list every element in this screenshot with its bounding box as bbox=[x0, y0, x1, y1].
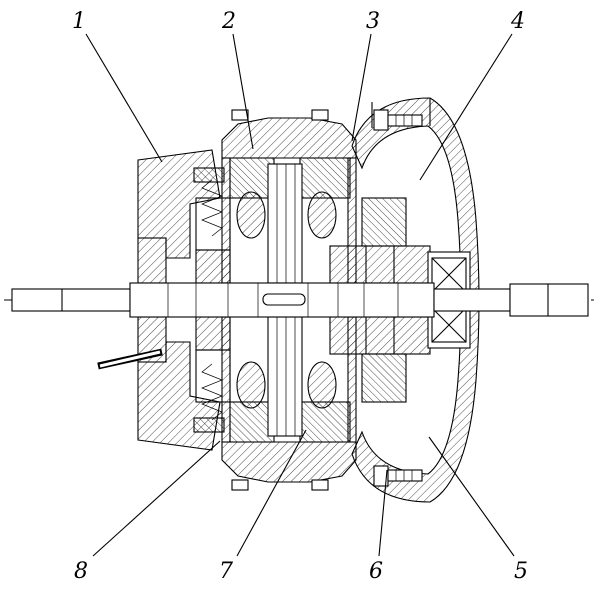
spring-top bbox=[201, 179, 223, 237]
rotor-disc bbox=[267, 163, 303, 437]
callout-1: 1 bbox=[72, 9, 86, 34]
supply-cable bbox=[97, 348, 163, 370]
leader-line-3 bbox=[351, 33, 372, 142]
coils bbox=[236, 191, 337, 409]
callout-4: 4 bbox=[510, 9, 525, 34]
callout-5: 5 bbox=[514, 559, 528, 584]
top-flange-bolt bbox=[373, 109, 423, 131]
keyway bbox=[262, 293, 306, 306]
leader-line-4 bbox=[419, 33, 513, 181]
leader-line-8 bbox=[92, 440, 221, 557]
leader-line-5 bbox=[428, 436, 515, 557]
leader-line-7 bbox=[236, 429, 307, 557]
leader-line-1 bbox=[85, 33, 163, 163]
callout-6: 6 bbox=[369, 559, 383, 584]
callout-3: 3 bbox=[366, 9, 380, 34]
shaft bbox=[11, 282, 589, 318]
leader-line-2 bbox=[232, 33, 254, 150]
right-hub bbox=[329, 197, 431, 403]
callouts-layer: 1 2 3 4 8 7 6 5 bbox=[72, 9, 528, 584]
spring-bottom bbox=[201, 363, 223, 421]
bottom-flange-bolt bbox=[373, 465, 423, 487]
right-housing bbox=[351, 97, 480, 503]
leader-line-6 bbox=[378, 469, 388, 557]
callout-8: 8 bbox=[74, 559, 88, 584]
callout-7: 7 bbox=[219, 559, 233, 584]
callout-2: 2 bbox=[221, 9, 236, 34]
